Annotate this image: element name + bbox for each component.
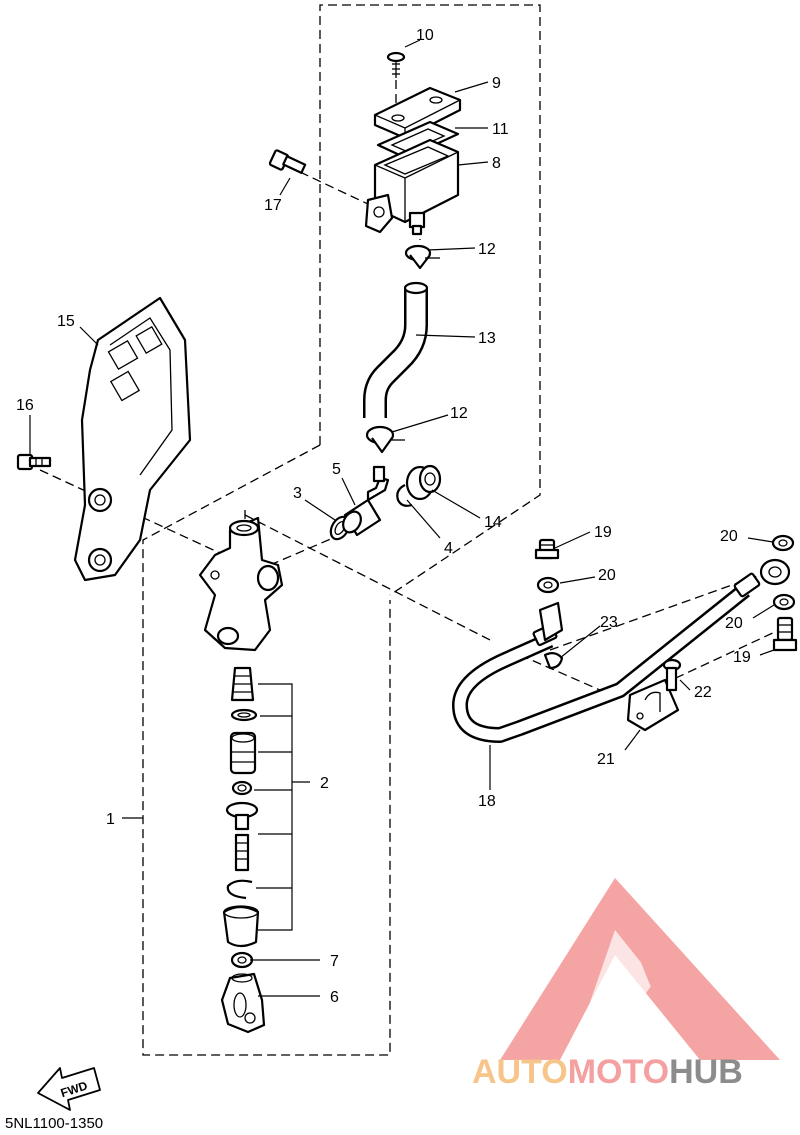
screw-10 xyxy=(386,51,406,115)
brake-hose-18 xyxy=(452,558,791,743)
bolt-16 xyxy=(16,453,52,471)
diagram-code: 5NL1100-1350 xyxy=(5,1115,103,1132)
circlip-4 xyxy=(396,484,413,507)
union-bolt-19-right xyxy=(772,616,798,652)
callout-19-right: 19 xyxy=(733,649,751,666)
leader-lines xyxy=(29,39,775,997)
callout-17: 17 xyxy=(264,197,282,214)
callout-7: 7 xyxy=(330,953,339,970)
callout-5: 5 xyxy=(332,461,341,478)
callout-15: 15 xyxy=(57,313,75,330)
bracket-plate xyxy=(73,296,192,582)
reservoir-8 xyxy=(364,138,460,236)
hose-13 xyxy=(363,281,429,418)
automotohub-watermark-logo xyxy=(500,878,780,1060)
callout-22: 22 xyxy=(694,684,712,701)
washer-20-c xyxy=(772,593,796,611)
callout-19-left: 19 xyxy=(594,524,612,541)
washer xyxy=(231,780,253,796)
lower-dashed-box xyxy=(142,444,391,1056)
callout-8: 8 xyxy=(492,155,501,172)
callout-20-b: 20 xyxy=(720,528,738,545)
gasket-11 xyxy=(376,120,460,160)
piston xyxy=(229,731,257,775)
grommet-14 xyxy=(405,464,442,501)
upper-dashed-box xyxy=(319,4,541,596)
callout-3: 3 xyxy=(293,485,302,502)
clip-23 xyxy=(543,651,564,670)
circlip-lower xyxy=(226,879,253,900)
master-cylinder-body xyxy=(198,516,284,652)
callout-2: 2 xyxy=(320,775,329,792)
callout-20-c: 20 xyxy=(725,615,743,632)
callout-13: 13 xyxy=(478,330,496,347)
center-lines xyxy=(39,171,791,691)
nut-7 xyxy=(230,951,254,969)
callout-9: 9 xyxy=(492,75,501,92)
callout-21: 21 xyxy=(597,751,615,768)
callout-18: 18 xyxy=(478,793,496,810)
callout-10: 10 xyxy=(416,27,434,44)
watermark-auto: AUTO xyxy=(472,1053,568,1091)
holder-21 xyxy=(626,678,680,732)
hose-clamp-12-upper xyxy=(404,244,440,270)
kit-bracket-2 xyxy=(254,683,310,931)
callout-20-a: 20 xyxy=(598,567,616,584)
callout-23: 23 xyxy=(600,614,618,631)
boot xyxy=(222,905,260,948)
union-bolt-19-left xyxy=(534,538,560,560)
callout-16: 16 xyxy=(16,397,34,414)
clevis-6 xyxy=(220,972,266,1034)
watermark-moto: MOTO xyxy=(568,1053,669,1091)
reservoir-cover-9 xyxy=(373,86,462,140)
bolt-17 xyxy=(268,149,307,174)
callout-labels: 10 9 11 8 17 12 13 12 15 16 5 3 4 14 19 … xyxy=(16,27,751,1006)
hose-clamp-12-lower xyxy=(365,425,405,454)
callout-1: 1 xyxy=(106,811,115,828)
callout-12-lower: 12 xyxy=(450,405,468,422)
automotohub-watermark-text: AUTOMOTOHUB xyxy=(472,1053,743,1091)
callout-6: 6 xyxy=(330,989,339,1006)
callout-11: 11 xyxy=(492,121,509,138)
push-rod xyxy=(225,801,259,872)
callout-4: 4 xyxy=(444,540,453,557)
washer-20-a xyxy=(536,576,560,594)
spring xyxy=(230,666,255,702)
callout-12-upper: 12 xyxy=(478,241,496,258)
washer-20-b xyxy=(771,534,795,552)
svg-text:AUTOMOTOHUB: AUTOMOTOHUB xyxy=(472,1053,743,1091)
cup-seal xyxy=(230,708,258,722)
fitting-5 xyxy=(342,465,390,537)
screw-22 xyxy=(662,658,682,692)
callout-14: 14 xyxy=(484,514,502,531)
fwd-arrow-icon: FWD xyxy=(37,1067,101,1111)
watermark-hub: HUB xyxy=(669,1053,743,1091)
